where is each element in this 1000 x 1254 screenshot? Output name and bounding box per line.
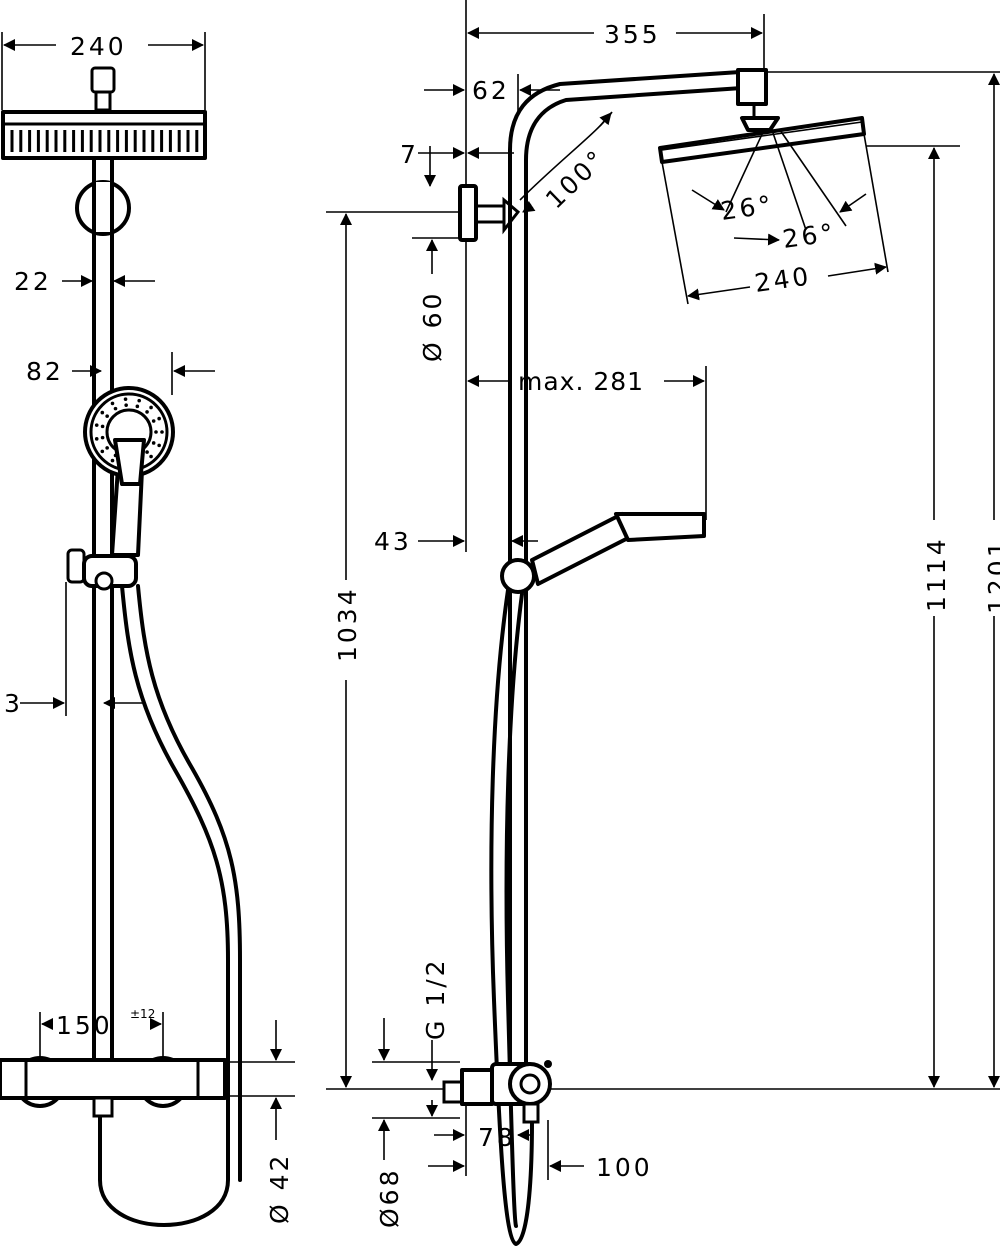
side-arm-bend-offset-label: 62: [472, 76, 510, 105]
spray-dot: [151, 419, 156, 423]
side-arm-angle-label: 100°: [540, 143, 612, 214]
spray-dot: [100, 435, 105, 440]
rain-shower-head-icon: [1, 66, 207, 160]
front-hand-offset-label: 82: [26, 357, 64, 386]
spray-dot: [124, 403, 128, 407]
side-hand-reach-label: max. 281: [518, 367, 644, 396]
spray-dot: [135, 404, 140, 409]
front-head-width-label: 240: [70, 32, 127, 61]
spray-dot: [157, 416, 161, 421]
side-bracket-diameter-label: Ø 60: [418, 291, 447, 362]
spray-dot: [149, 454, 153, 459]
spray-dot: [94, 423, 99, 427]
side-inlet-depth-label: 78: [478, 1123, 516, 1152]
spray-dot: [151, 441, 156, 445]
spray-dot: [110, 458, 115, 463]
side-inlet-thread-label: G 1/2: [421, 957, 450, 1040]
spray-dot: [145, 410, 149, 414]
side-head-width-label: 240: [753, 261, 813, 298]
riser-pipe-front: [75, 156, 131, 1062]
side-mixer-depth-label: 100: [596, 1153, 653, 1182]
spray-dot: [105, 414, 109, 418]
spray-dot: [154, 430, 158, 434]
spray-dot: [123, 397, 128, 401]
hand-shower-icon: [83, 386, 175, 557]
spray-dot: [145, 450, 149, 454]
spray-dot: [160, 430, 164, 434]
side-bracket-offset-label: 7: [400, 140, 419, 169]
spray-dot: [149, 405, 153, 410]
side-total-height-label: 1201: [983, 538, 1000, 614]
side-tilt-angle-left-label: 26°: [719, 190, 776, 226]
front-wall-offset-label: 3: [4, 689, 23, 718]
front-connection-spacing-label: 150: [56, 1011, 113, 1040]
spray-dot: [137, 398, 141, 403]
side-tilt-angle-right-label: 26°: [781, 218, 838, 254]
spray-dot: [100, 424, 105, 429]
front-thermostat-diameter-label: Ø 42: [265, 1153, 294, 1224]
side-rosette-diameter-label: Ø68: [375, 1168, 404, 1229]
side-arm-reach-label: 355: [604, 20, 661, 49]
side-hand-holder-offset-label: 43: [374, 527, 412, 556]
spray-dot: [157, 443, 161, 448]
side-view: 355 62 7 1034 Ø 60 100°: [326, 0, 1000, 1246]
front-connection-tolerance-label: ±12: [130, 1007, 155, 1021]
side-head-height-label: 1114: [922, 536, 951, 612]
hand-shower-side-icon: [500, 512, 706, 594]
spray-dot: [113, 406, 118, 411]
front-pipe-diameter-label: 22: [14, 267, 52, 296]
spray-dot: [105, 446, 109, 450]
front-view: 240 22 82: [0, 32, 295, 1227]
spray-dot: [94, 437, 99, 441]
thermostat-mixer-icon: [0, 1056, 227, 1118]
spray-dot: [110, 401, 115, 406]
spray-dot: [100, 410, 105, 415]
spray-dot: [100, 449, 105, 454]
mixer-side-icon: [442, 1060, 552, 1124]
side-bracket-height-label: 1034: [333, 586, 362, 662]
